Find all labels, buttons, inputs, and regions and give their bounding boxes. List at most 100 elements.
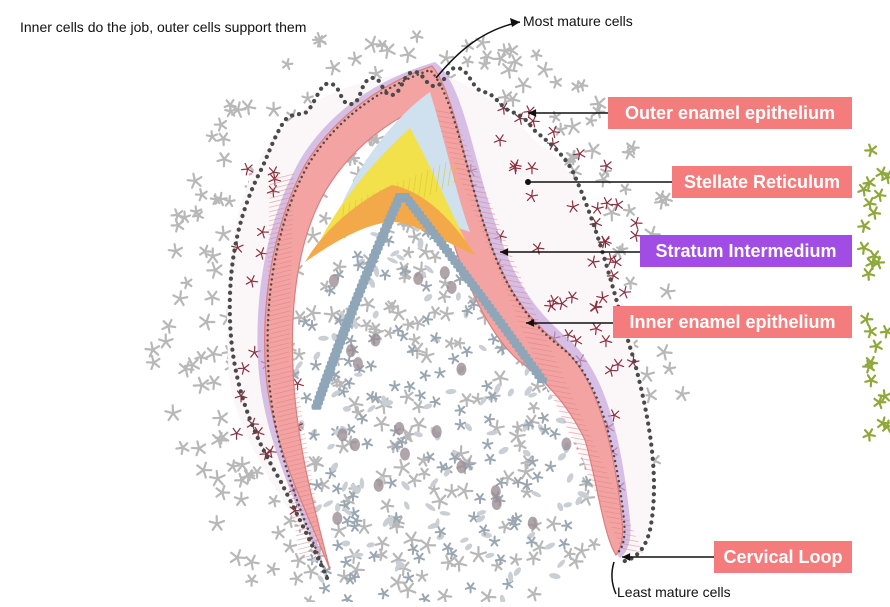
- mesenchyme-cell: [269, 496, 279, 506]
- mesenchyme-cell: [283, 59, 293, 69]
- mesenchyme-cell: [575, 544, 588, 557]
- green-cell: [881, 326, 890, 337]
- pulp-fibroblast: [546, 462, 555, 471]
- mesenchyme-cell: [349, 53, 361, 65]
- mesenchyme-cell: [235, 493, 248, 505]
- mesenchyme-cell: [200, 315, 214, 330]
- pulp-cell: [522, 448, 532, 458]
- mesenchyme-cell: [511, 554, 521, 564]
- pulp-fibroblast: [437, 462, 446, 471]
- mesenchyme-cell: [313, 33, 326, 46]
- mesenchyme-cell: [591, 97, 605, 112]
- mesenchyme-cell: [207, 376, 220, 389]
- pulp-fibroblast: [449, 354, 458, 364]
- header-note: Inner cells do the job, outer cells supp…: [20, 19, 306, 35]
- mesenchyme-cell: [547, 517, 560, 530]
- pulp-cell: [386, 256, 399, 265]
- pulp-cell: [556, 558, 566, 569]
- mesenchyme-cell: [231, 550, 245, 565]
- mesenchyme-cell: [381, 500, 393, 512]
- mesenchyme-cell: [504, 44, 517, 57]
- mesenchyme-cell: [439, 291, 450, 302]
- pulp-cell: [506, 387, 515, 397]
- mesenchyme-cell: [411, 31, 422, 42]
- pulp-nucleus: [440, 266, 450, 279]
- mesenchyme-cell: [418, 455, 429, 466]
- mesenchyme-cell: [217, 153, 230, 166]
- mesenchyme-cell: [245, 556, 258, 569]
- mesenchyme-cell: [458, 484, 472, 499]
- pulp-fibroblast: [421, 371, 430, 380]
- mesenchyme-cell: [181, 278, 191, 288]
- pulp-cell: [403, 500, 411, 510]
- odontoblast-cell: [537, 377, 547, 383]
- pulp-nucleus: [400, 448, 410, 461]
- green-cell: [865, 145, 876, 156]
- mesenchyme-cell: [377, 41, 387, 51]
- mesenchyme-cell: [519, 464, 533, 478]
- pulp-fibroblast: [562, 521, 571, 531]
- pulp-nucleus: [350, 438, 360, 451]
- least-mature-cells-annotation: Least mature cells: [617, 584, 731, 600]
- pulp-nucleus: [329, 274, 339, 287]
- mesenchyme-cell: [538, 63, 552, 77]
- pulp-fibroblast: [320, 583, 329, 593]
- mesenchyme-cell: [361, 298, 374, 311]
- green-cell: [864, 429, 875, 440]
- pulp-nucleus: [374, 479, 384, 492]
- pulp-fibroblast: [309, 430, 318, 439]
- mesenchyme-cell: [159, 334, 173, 347]
- mesenchyme-cell: [461, 394, 473, 406]
- pulp-nucleus: [491, 485, 501, 498]
- pulp-cell: [499, 594, 506, 602]
- pulp-fibroblast: [387, 478, 396, 488]
- pulp-nucleus: [370, 334, 380, 347]
- mesenchyme-cell: [661, 284, 675, 298]
- pulp-nucleus: [338, 428, 348, 441]
- pulp-fibroblast: [390, 381, 400, 390]
- pulp-fibroblast: [343, 517, 352, 526]
- pulp-fibroblast: [485, 455, 495, 464]
- pulp-cell: [556, 502, 564, 512]
- mesenchyme-cell: [625, 278, 637, 289]
- mesenchyme-cell: [395, 460, 410, 475]
- mesenchyme-cell: [196, 189, 207, 200]
- mesenchyme-cell: [433, 494, 447, 508]
- mesenchyme-cell: [366, 37, 381, 52]
- mesenchyme-cell: [445, 485, 458, 497]
- pulp-fibroblast: [435, 368, 444, 377]
- green-cell: [874, 190, 885, 201]
- pulp-fibroblast: [483, 439, 493, 448]
- label-stratum-intermedium: Stratum Intermedium: [640, 235, 852, 267]
- label-inner-enamel-epithelium: Inner enamel epithelium: [613, 306, 852, 338]
- mesenchyme-cell: [332, 523, 346, 537]
- mesenchyme-cell: [145, 343, 159, 357]
- mesenchyme-cell: [162, 320, 175, 333]
- green-cell: [870, 341, 881, 352]
- mesenchyme-cell: [621, 184, 631, 194]
- mesenchyme-cell: [169, 244, 182, 257]
- mesenchyme-cell: [565, 549, 575, 559]
- mesenchyme-cell: [429, 307, 440, 317]
- mesenchyme-cell: [463, 57, 473, 67]
- pulp-fibroblast: [343, 595, 352, 602]
- pulp-cell: [512, 566, 522, 577]
- mesenchyme-cell: [385, 328, 394, 338]
- pulp-fibroblast: [344, 379, 353, 388]
- pulp-fibroblast: [363, 439, 372, 448]
- mesenchyme-cell: [176, 442, 188, 454]
- pulp-fibroblast: [485, 414, 494, 424]
- most-mature-cells-annotation: Most mature cells: [523, 13, 633, 29]
- mesenchyme-cell: [410, 335, 420, 345]
- mesenchyme-cell: [438, 590, 451, 602]
- pulp-fibroblast: [466, 583, 476, 592]
- mesenchyme-cell: [291, 573, 303, 585]
- pulp-cell: [366, 404, 376, 414]
- pulp-cell: [445, 389, 456, 395]
- mesenchyme-cell: [241, 100, 255, 114]
- mesenchyme-cell: [586, 116, 596, 126]
- pulp-fibroblast: [333, 484, 342, 494]
- odontoblast-cell: [312, 404, 322, 410]
- pulp-fibroblast: [422, 282, 432, 291]
- label-cervical-loop: Cervical Loop: [714, 541, 852, 573]
